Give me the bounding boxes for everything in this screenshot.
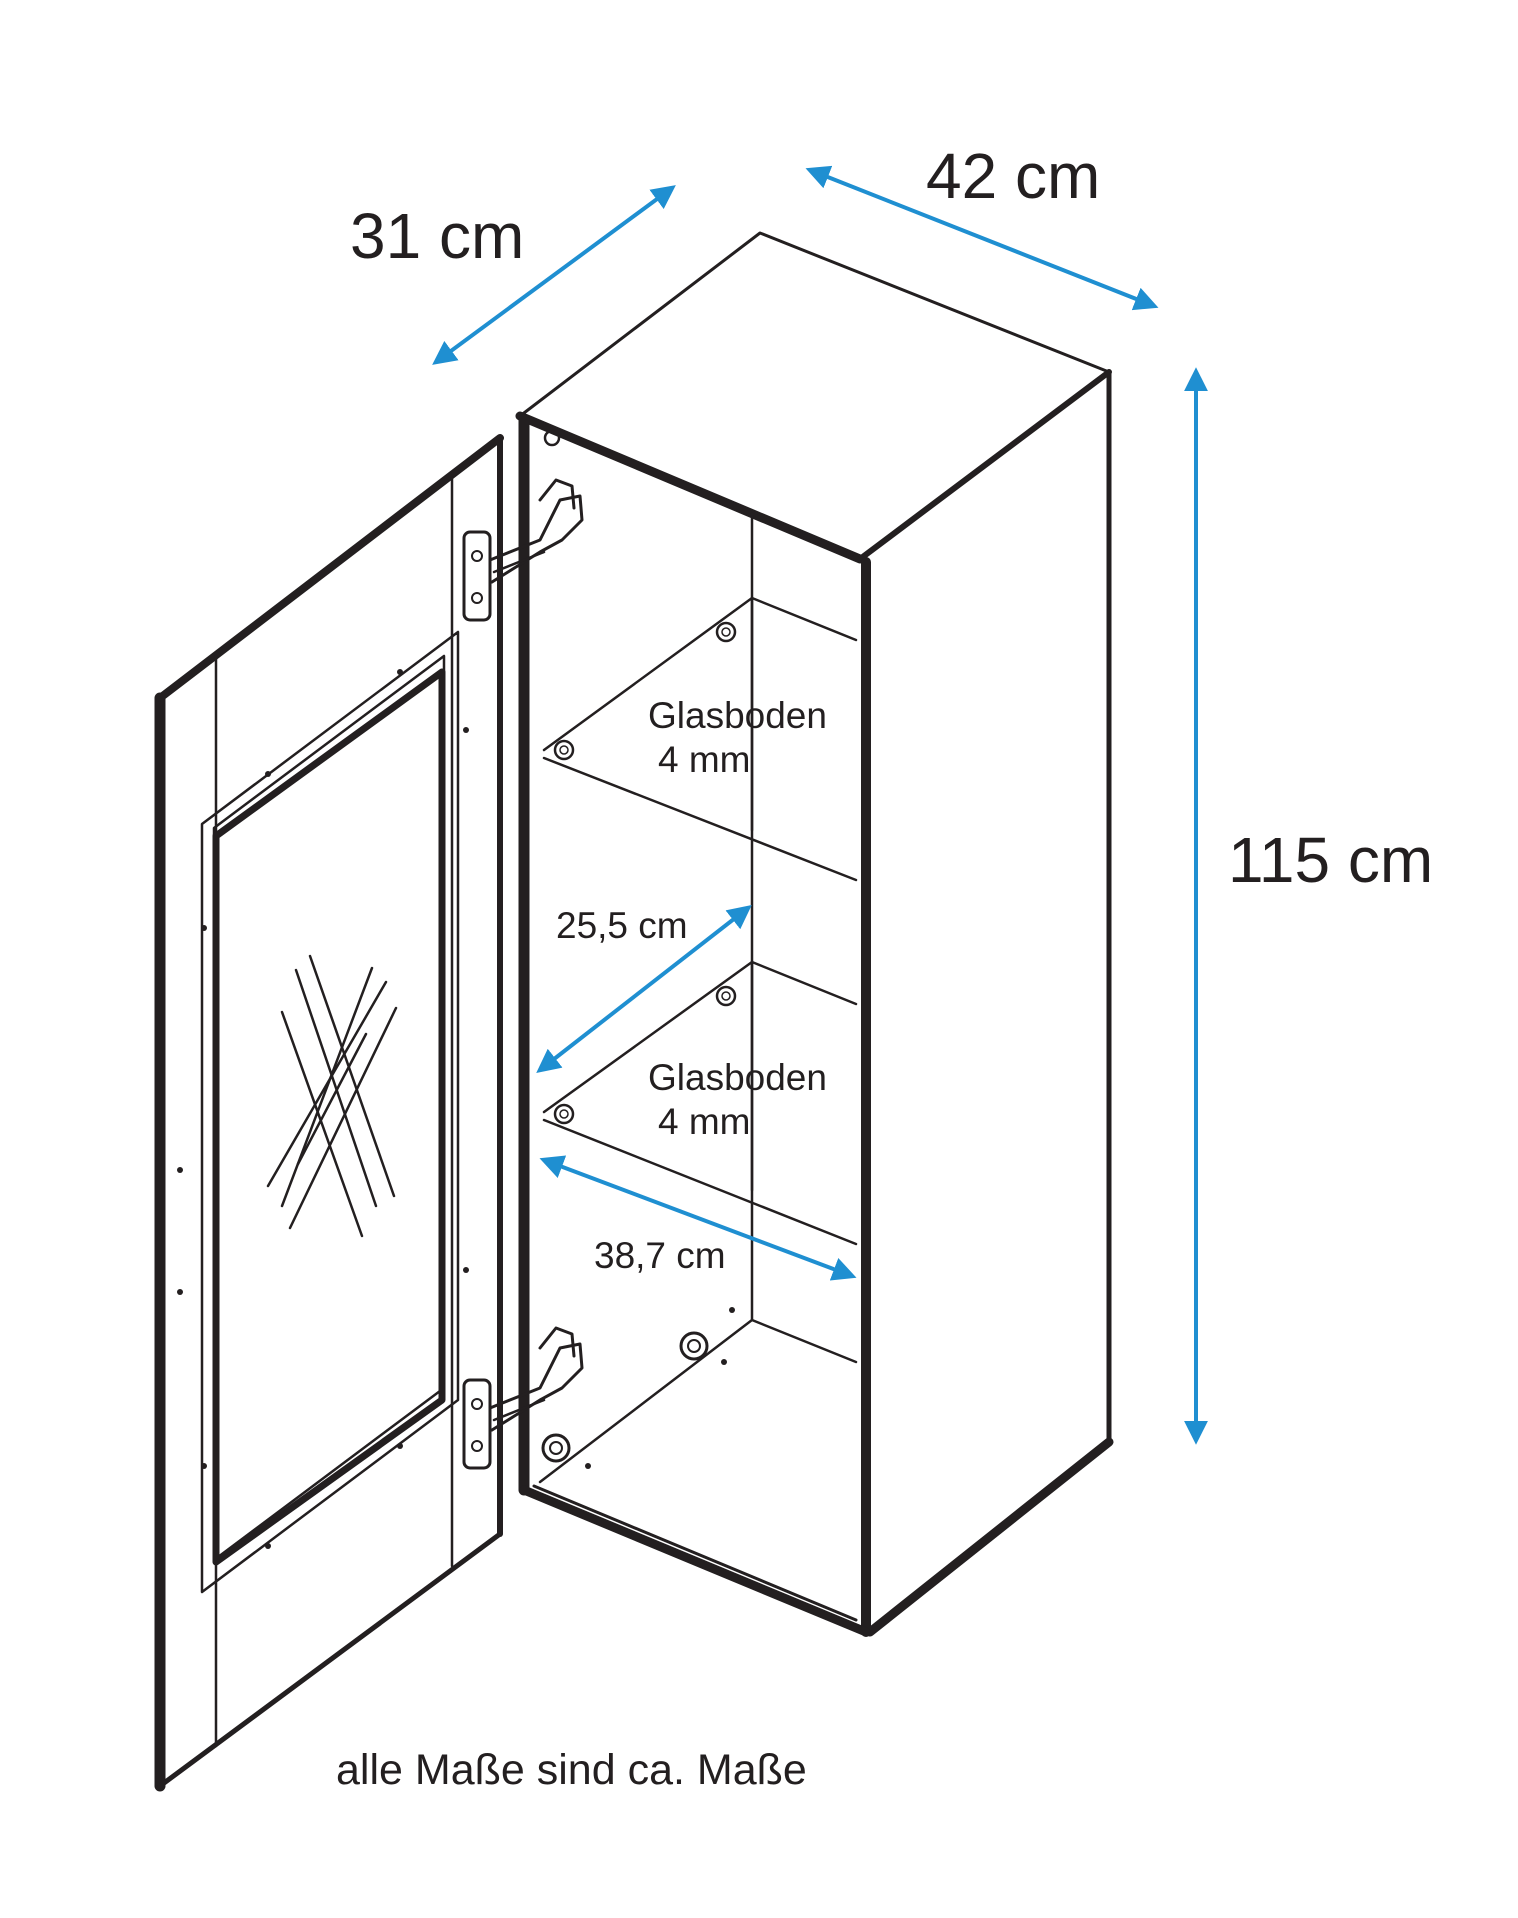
mounting-hole	[679, 1331, 709, 1361]
cabinet-door	[154, 434, 504, 1792]
glass-shelf-upper	[542, 596, 858, 882]
cabinet-bottom-inner-edge	[532, 1484, 858, 1622]
cabinet-front-bottom-edge	[519, 1485, 871, 1637]
shelf-pin	[715, 985, 737, 1007]
cabinet-body	[515, 231, 1114, 1637]
shelf-pin	[715, 621, 737, 643]
shelf-spacing-dimension-arrow	[536, 905, 752, 1073]
inner-width-dimension-arrow	[539, 1155, 857, 1281]
shelf-lower-thickness: 4 mm	[658, 1101, 751, 1142]
depth-label: 31 cm	[350, 200, 524, 272]
cabinet-interior-top-line	[750, 512, 854, 557]
door-glass-frame	[200, 630, 460, 1594]
hinge-top	[462, 478, 584, 622]
approximate-dimensions-note: alle Maße sind ca. Maße	[336, 1746, 807, 1794]
shelf-lower-name: Glasboden	[648, 1057, 827, 1098]
hinge-bottom	[462, 1326, 584, 1470]
width-dimension-arrow	[805, 165, 1159, 311]
inner-width-label: 38,7 cm	[594, 1235, 726, 1276]
screw-dot	[729, 1307, 735, 1313]
height-label: 115 cm	[1228, 824, 1433, 896]
cabinet-bottom-right-edge	[865, 1437, 1114, 1637]
cabinet-interior-bottom-left	[538, 1318, 754, 1484]
shelf-pin	[553, 1103, 575, 1125]
mounting-hole	[543, 429, 561, 447]
shelf-pin	[553, 739, 575, 761]
shelf-spacing-label: 25,5 cm	[556, 905, 688, 946]
screw-dot	[585, 1463, 591, 1469]
glass-decoration-icon	[266, 954, 398, 1238]
door-glass-pane	[212, 668, 446, 1566]
mounting-hole	[541, 1433, 571, 1463]
cabinet-interior-bottom-right	[750, 1318, 858, 1364]
shelf-upper-name: Glasboden	[648, 695, 827, 736]
width-label: 42 cm	[926, 140, 1100, 212]
depth-dimension-arrow	[432, 185, 676, 365]
screw-dot	[721, 1359, 727, 1365]
cabinet-top-right-edge	[857, 369, 1112, 562]
shelf-upper-thickness: 4 mm	[658, 739, 751, 780]
cabinet-top-face	[518, 231, 1111, 561]
